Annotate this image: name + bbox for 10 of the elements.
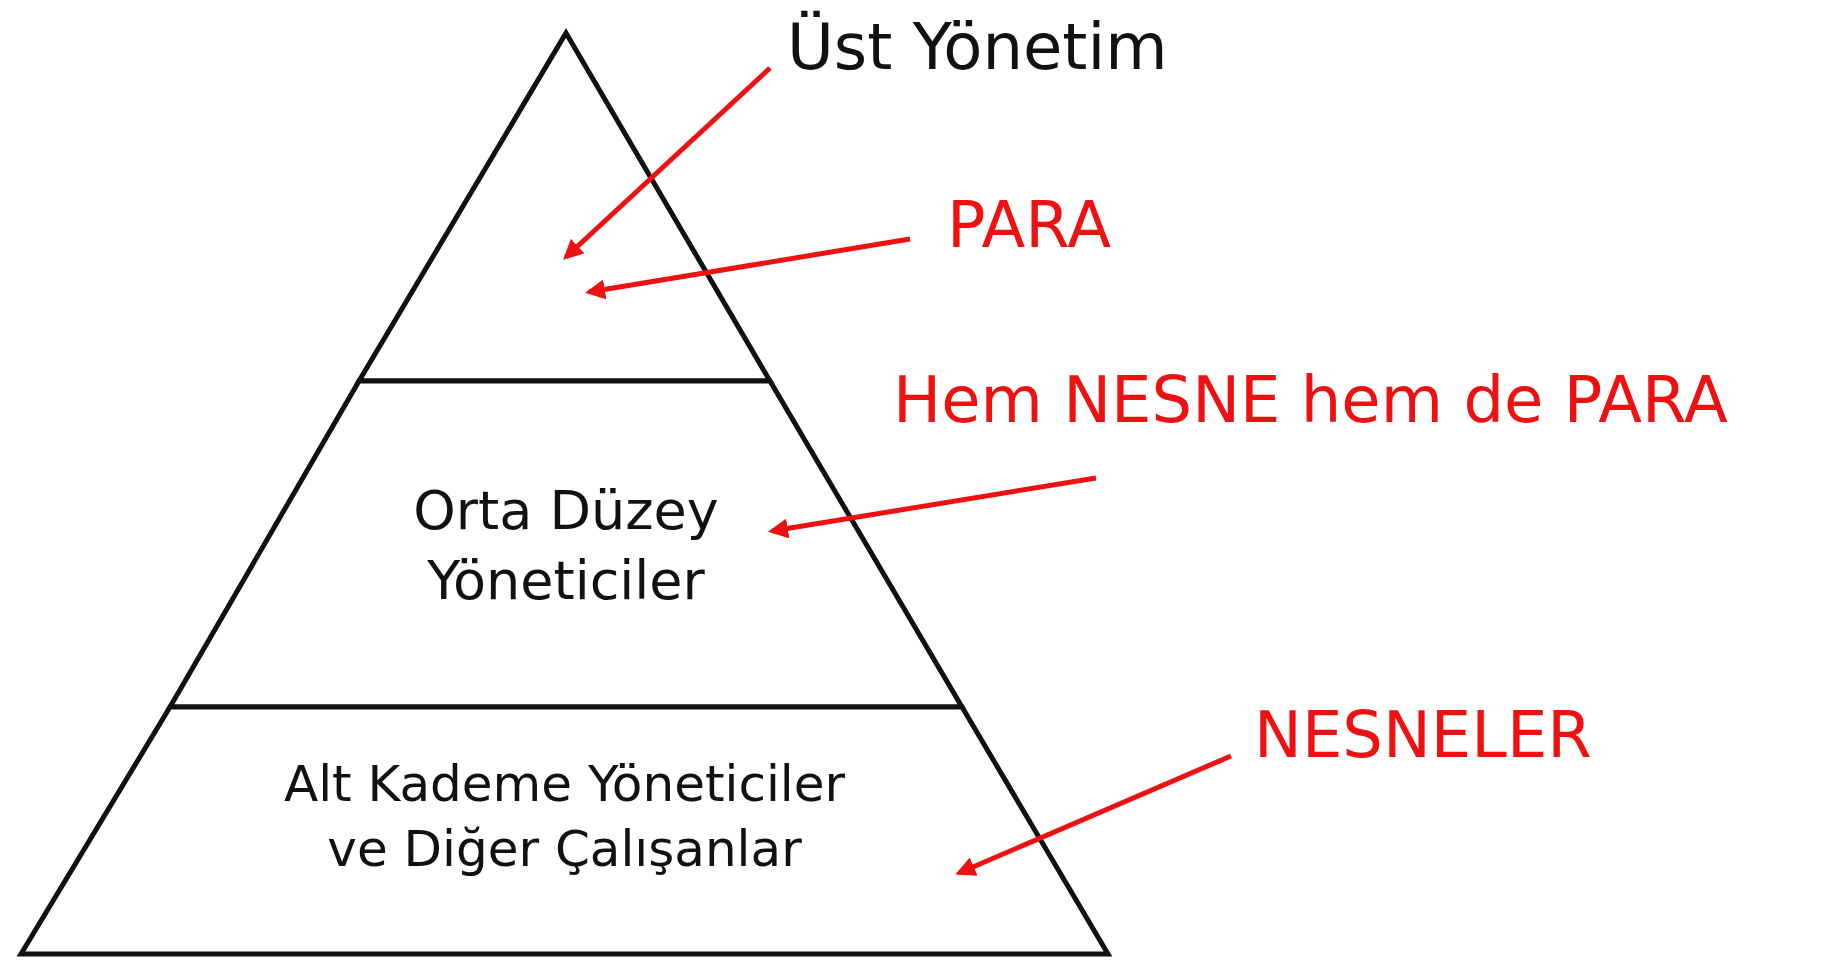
callout-text: Hem NESNE hem de PARA bbox=[893, 365, 1728, 436]
leader-arrow bbox=[768, 475, 1097, 539]
tier-label: Alt Kademe Yöneticiler ve Diğer Çalışanlar bbox=[282, 754, 846, 880]
leader-arrow bbox=[563, 66, 772, 260]
leader-arrow bbox=[585, 236, 911, 300]
callout-text: Üst Yönetim bbox=[787, 12, 1168, 83]
callout-text: PARA bbox=[947, 190, 1111, 261]
callout-text: NESNELER bbox=[1254, 700, 1592, 771]
leader-arrow bbox=[955, 753, 1232, 876]
tier-label: Orta Düzey Yöneticiler bbox=[412, 478, 720, 615]
